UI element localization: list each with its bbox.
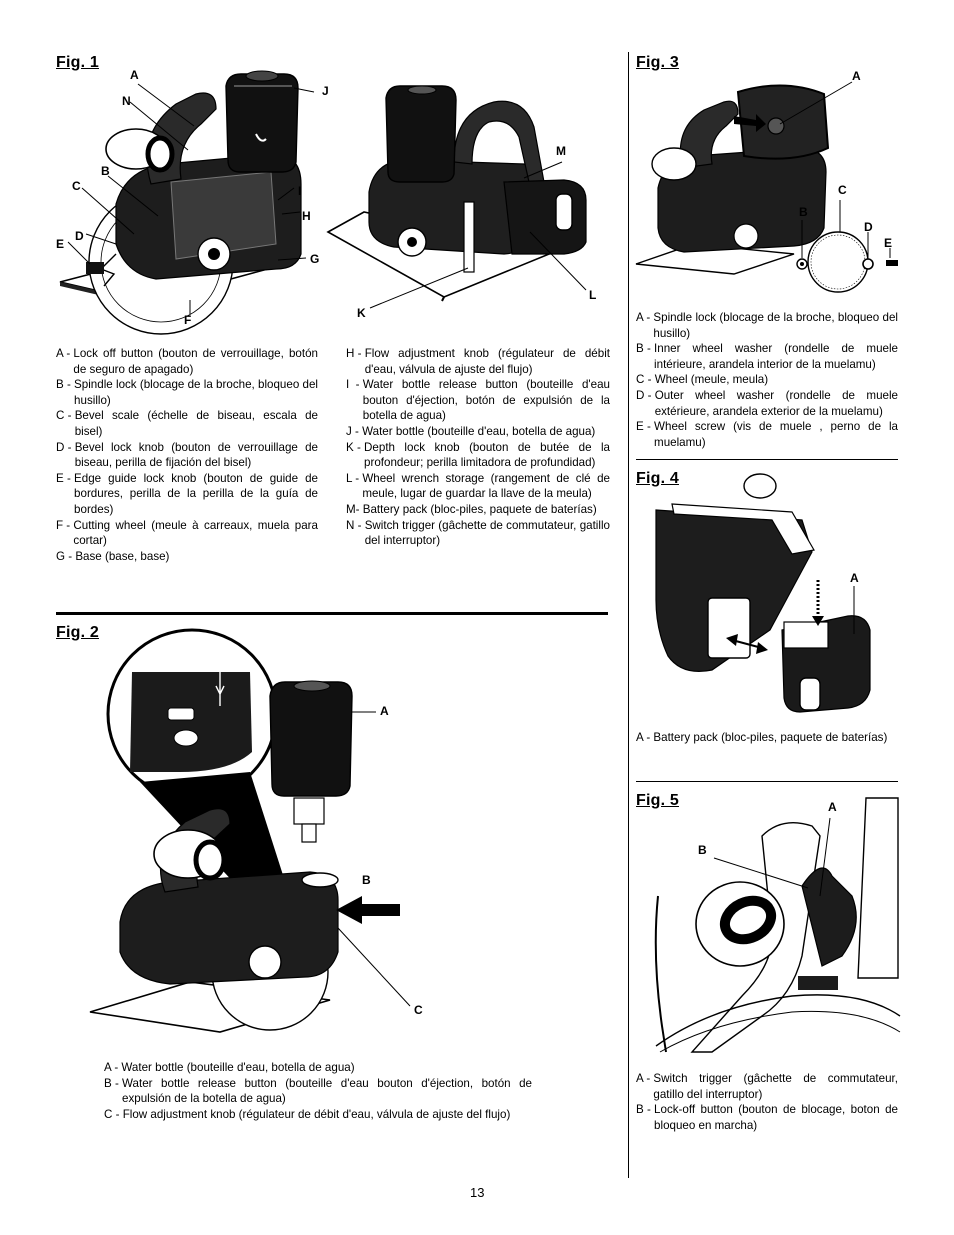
fig3-callout-c: C — [838, 183, 847, 197]
fig2-legend-item-c: C - Flow adjustment knob (régulateur de … — [104, 1107, 511, 1121]
fig3-legend-item-d: D - Outer wheel washer (rondelle de muel… — [636, 388, 898, 418]
fig1-legend-item-n: N - Switch trigger (gâchette de commutat… — [346, 518, 610, 548]
fig1-title: Fig. 1 — [56, 54, 99, 71]
fig4-callout-a: A — [850, 571, 859, 585]
fig5-title: Fig. 5 — [636, 792, 679, 809]
fig1-saw-illustration-right — [326, 85, 587, 309]
fig1-legend-left: A - Lock off button (bouton de verrouill… — [56, 346, 318, 564]
column-divider — [628, 52, 629, 1178]
fig3-legend-item-e: E - Wheel screw (vis de muele , perno de… — [636, 420, 898, 449]
fig1-legend-item-k: K - Depth lock knob (bouton de butée de … — [346, 440, 610, 470]
fig1-callout-m: M — [556, 144, 566, 158]
fig4-battery-illustration — [655, 473, 871, 713]
fig1-legend-item-h: H - Flow adjustment knob (régulateur de … — [346, 347, 610, 376]
fig3-legend-item-c: C - Wheel (meule, meula) — [636, 373, 769, 387]
fig1-legend-item-l: L - Wheel wrench storage (rangement de c… — [346, 471, 610, 501]
fig4-top-rule — [636, 459, 898, 460]
fig3-legend-item-a: A - Spindle lock (blocage de la broche, … — [636, 311, 898, 340]
fig2-callout-a: A — [380, 704, 389, 718]
fig1-callout-n: N — [122, 94, 131, 108]
fig1-callout-i: I — [298, 184, 302, 198]
fig1-callout-a: A — [130, 68, 139, 82]
fig3-callout-b: B — [799, 205, 808, 219]
fig2-legend-item-a: A - Water bottle (bouteille d'eau, botel… — [104, 1061, 355, 1074]
fig5-legend-item-a: A - Switch trigger (gâchette de commutat… — [636, 1072, 898, 1101]
fig1-legend-item-j: J - Water bottle (bouteille d'eau, botel… — [346, 424, 596, 438]
fig3-callout-e: E — [884, 236, 893, 250]
fig1-callout-k: K — [357, 306, 366, 320]
fig4-title: Fig. 4 — [636, 470, 679, 487]
fig1-saw-illustration-left — [59, 70, 315, 335]
fig2-callout-b: B — [362, 873, 371, 887]
fig1-legend-item-d: D - Bevel lock knob (bouton de verrouill… — [56, 440, 318, 470]
fig1-legend-item-b: B - Spindle lock (blocage de la broche, … — [56, 378, 318, 407]
fig4-legend: A - Battery pack (bloc-piles, paquete de… — [636, 730, 898, 746]
fig1-callout-h: H — [302, 209, 311, 223]
fig1-legend-item-m: M- Battery pack (bloc-piles, paquete de … — [346, 502, 597, 516]
fig1-callout-c: C — [72, 179, 81, 193]
fig1-legend-item-f: F - Cutting wheel (meule à carreaux, mue… — [56, 518, 318, 548]
fig1-callout-f: F — [184, 313, 192, 327]
fig2-legend: A - Water bottle (bouteille d'eau, botel… — [104, 1060, 532, 1122]
fig1-callout-d: D — [75, 229, 84, 243]
fig2-saw-illustration — [89, 628, 411, 1033]
fig3-callout-d: D — [864, 220, 873, 234]
fig1-callout-b: B — [101, 164, 110, 178]
fig1-legend-item-e: E - Edge guide lock knob (bouton de guid… — [56, 471, 318, 516]
fig1-callout-e: E — [56, 237, 65, 251]
fig3-title: Fig. 3 — [636, 54, 679, 71]
fig4-legend-item-a: A - Battery pack (bloc-piles, paquete de… — [636, 731, 888, 744]
fig2-top-rule — [56, 612, 608, 615]
fig2-callout-c: C — [414, 1003, 423, 1017]
fig5-legend: A - Switch trigger (gâchette de commutat… — [636, 1071, 898, 1133]
fig1-legend-item-i: I - Water bottle release button (bouteil… — [346, 378, 610, 423]
fig5-callout-b: B — [698, 843, 707, 857]
fig1-callout-j: J — [322, 84, 329, 98]
fig1-legend-right: H - Flow adjustment knob (régulateur de … — [346, 346, 610, 549]
fig3-callout-a: A — [852, 69, 861, 83]
fig1-callout-g: G — [310, 252, 320, 266]
fig1-callout-l: L — [589, 288, 597, 302]
fig3-legend: A - Spindle lock (blocage de la broche, … — [636, 310, 898, 450]
fig5-handle-illustration — [654, 797, 901, 1053]
fig5-top-rule — [636, 781, 898, 782]
fig1-legend-item-a: A - Lock off button (bouton de verrouill… — [56, 347, 318, 376]
fig5-legend-item-b: B - Lock-off button (bouton de blocage, … — [636, 1103, 898, 1132]
fig1-legend-item-c: C - Bevel scale (échelle de biseau, esca… — [56, 409, 318, 438]
fig3-legend-item-b: B - Inner wheel washer (rondelle de muel… — [636, 342, 898, 371]
fig5-callout-a: A — [828, 800, 837, 814]
fig2-title: Fig. 2 — [56, 624, 99, 641]
fig1-legend-item-g: G - Base (base, base) — [56, 549, 170, 563]
page-number: 13 — [470, 1185, 485, 1200]
fig3-saw-illustration — [635, 81, 898, 293]
fig2-legend-item-b: B - Water bottle release button (bouteil… — [104, 1076, 532, 1106]
